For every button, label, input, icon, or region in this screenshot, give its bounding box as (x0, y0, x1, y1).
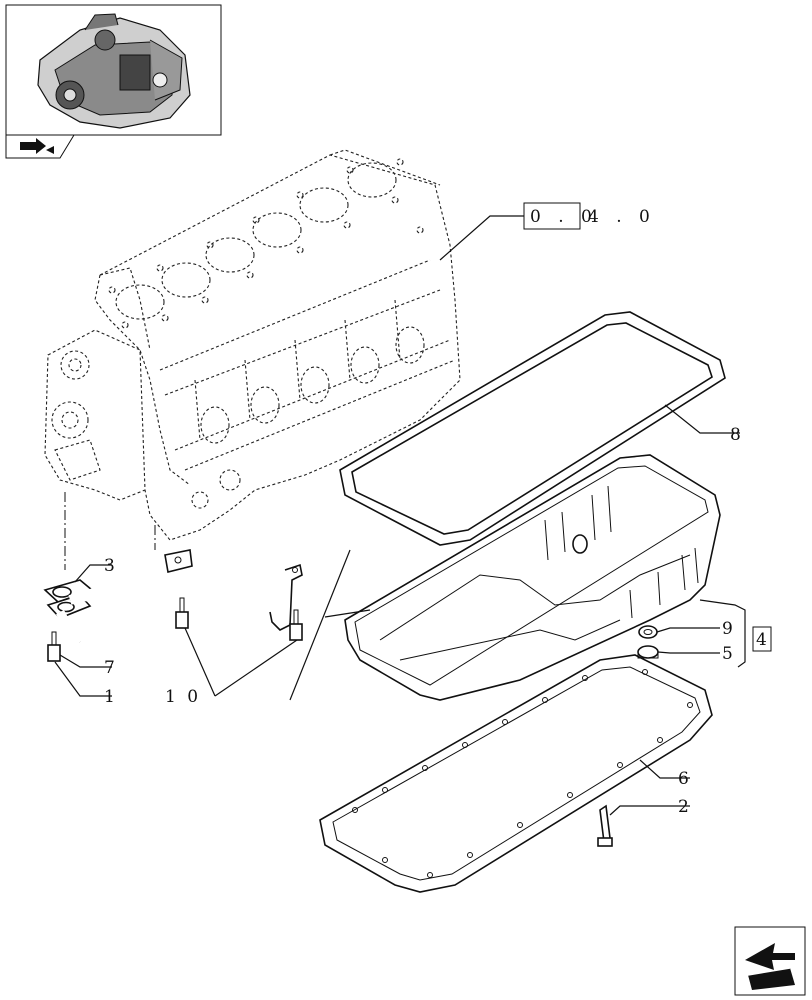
next-page-arrow-icon[interactable] (734, 926, 806, 996)
oil-suction-pipe (43, 549, 303, 647)
callout-2[interactable]: 2 (678, 797, 692, 817)
engine-thumbnail-icon (37, 13, 191, 129)
engine-block (44, 149, 461, 541)
reference-rest-text: 4 . 0 (588, 207, 656, 227)
washer (638, 625, 658, 639)
oil-pan (344, 454, 721, 701)
lower-gasket (319, 654, 713, 893)
upper-gasket (339, 311, 726, 546)
callout-10[interactable]: 1 0 (165, 687, 201, 707)
reference-boxed-text: 0 . 0 (530, 207, 598, 227)
leader-lines (54, 215, 746, 816)
callout-6[interactable]: 6 (678, 769, 692, 789)
callout-3[interactable]: 3 (104, 556, 118, 576)
bolt (289, 609, 303, 641)
callout-4-box[interactable]: 4 (752, 626, 772, 652)
callout-7[interactable]: 7 (104, 658, 118, 678)
bolt (175, 597, 189, 629)
callout-5[interactable]: 5 (722, 644, 736, 664)
callout-9[interactable]: 9 (722, 619, 736, 639)
nav-arrow-icon[interactable] (20, 138, 54, 154)
thumbnail-frame (5, 4, 222, 159)
bolt (47, 631, 61, 662)
bolt (597, 804, 613, 847)
drain-plug (637, 645, 659, 659)
callout-4: 4 (756, 630, 770, 650)
callout-1[interactable]: 1 (104, 687, 118, 707)
reference-code[interactable]: 0 . 0 4 . 0 (523, 202, 656, 230)
callout-8[interactable]: 8 (730, 425, 744, 445)
